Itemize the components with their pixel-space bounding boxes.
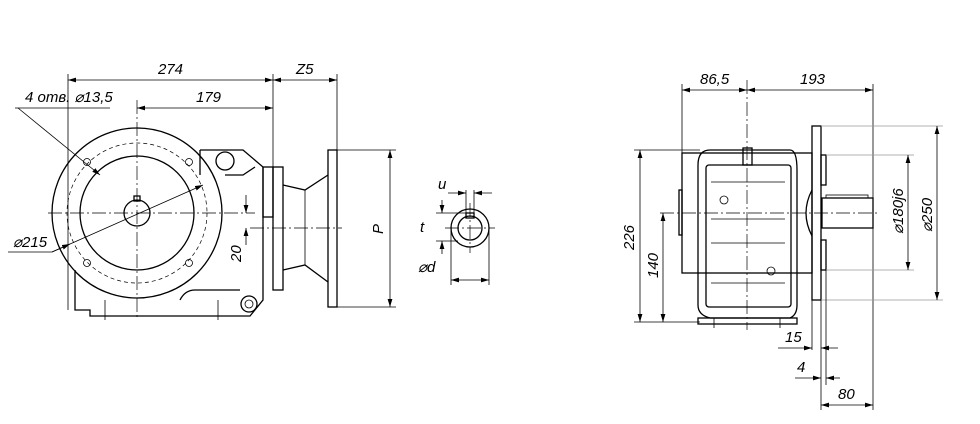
dim-z5: Z5	[295, 61, 314, 78]
dim-80: 80	[838, 386, 855, 403]
dim-bolt-circle: ⌀215	[13, 234, 48, 251]
dim-t: t	[420, 219, 425, 236]
dim-86-5: 86,5	[700, 71, 730, 88]
front-view: 274 Z5 179 4 отв. ⌀13,5 ⌀215 20 P	[8, 61, 396, 320]
side-view: 86,5 193 226 140 ⌀180j6 ⌀250 15 4 80	[621, 71, 943, 410]
dim-140: 140	[645, 252, 662, 278]
dim-p: P	[370, 224, 387, 234]
motor-adapter	[250, 149, 342, 308]
dim-179: 179	[196, 89, 222, 106]
dim-180j6: ⌀180j6	[890, 188, 907, 234]
housing-body	[660, 80, 880, 330]
dim-250: ⌀250	[919, 197, 936, 232]
side-dimensions: 86,5 193 226 140 ⌀180j6 ⌀250 15 4 80	[621, 71, 943, 410]
output-flange	[48, 100, 255, 320]
shaft-section: u t ⌀d	[418, 176, 495, 285]
dim-d: ⌀d	[418, 259, 436, 276]
holes-note: 4 отв. ⌀13,5	[25, 89, 113, 106]
dim-20: 20	[228, 245, 245, 263]
dim-15: 15	[785, 329, 802, 346]
dim-4: 4	[797, 359, 805, 376]
dimensions: 274 Z5 179 4 отв. ⌀13,5 ⌀215 20 P	[8, 61, 396, 310]
housing-outline	[74, 149, 264, 320]
dim-193: 193	[800, 71, 826, 88]
dim-274: 274	[157, 61, 183, 78]
dim-u: u	[438, 176, 447, 193]
dim-226: 226	[621, 224, 638, 251]
